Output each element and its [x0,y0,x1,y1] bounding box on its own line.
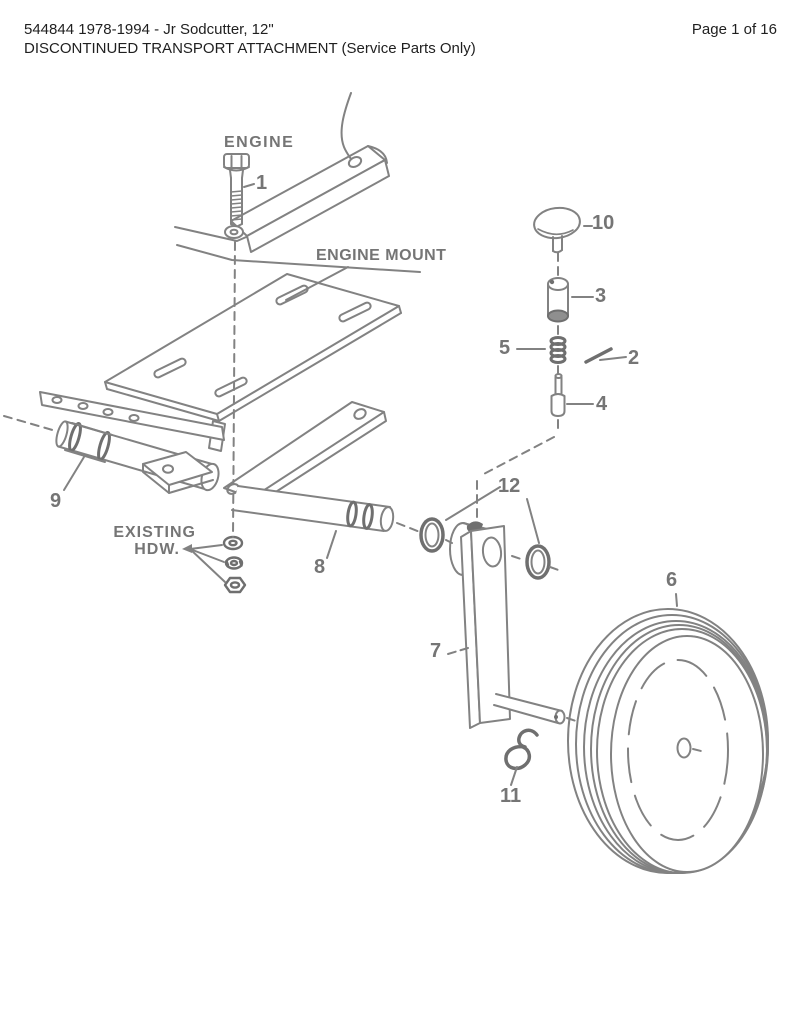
bolt-part-1 [223,153,250,239]
spring-part-5 [549,336,567,364]
existing-hdw-label-line2: HDW. [134,541,180,558]
callout-8: 8 [314,556,326,578]
arm-pivot-hole [481,536,503,568]
sleeve-bands [68,421,111,462]
callout-5: 5 [499,337,511,359]
engine-mount-leader [285,266,349,301]
callout-4: 4 [596,393,608,415]
callout-10: 10 [592,212,615,234]
flat-washer [222,535,244,551]
roll-pin-part-2 [584,347,613,364]
callout-1: 1 [256,172,268,194]
swivel-arm-part-7 [460,525,511,729]
mount-plate-slots [153,284,372,398]
tube-bands [346,500,374,530]
callout-3: 3 [595,285,607,307]
document-title-line2: DISCONTINUED TRANSPORT ATTACHMENT (Servi… [24,40,476,57]
bushing-right-part-12 [525,544,551,580]
alignment-dashed-lines [3,241,577,722]
existing-hdw-leaders [182,544,226,583]
existing-hdw-label-line1: EXISTING [113,524,196,541]
washer-under-bolt [224,225,244,239]
callout-9: 9 [50,490,62,512]
callout-7: 7 [430,640,442,662]
wheel-hub-hole [676,737,692,759]
tire-sidewall [610,635,764,873]
plunger-part-4 [550,373,566,417]
bolt-threads [230,190,243,221]
engine-mount-plate [104,273,402,452]
callout-6: 6 [666,569,678,591]
hex-nut [223,576,247,594]
engine-rail [230,92,390,253]
frame-flange [39,391,225,441]
arrowhead [182,544,192,553]
clip-hole [554,715,558,719]
hairpin-clip-part-11 [504,728,539,771]
callout-12: 12 [498,475,521,497]
page-indicator: Page 1 of 16 [691,21,777,38]
callout-11: 11 [500,785,522,807]
bushing-left-part-12 [419,517,445,553]
starter-cord-line [340,92,352,160]
handle-tube-part-8 [231,485,395,532]
engine-label: ENGINE [224,134,295,151]
leader-lines [63,183,678,786]
pivot-bracket [142,451,214,494]
callout-2: 2 [628,347,640,369]
document-title-line1: 544844 1978-1994 - Jr Sodcutter, 12" [24,21,274,38]
engine-mount-label: ENGINE MOUNT [316,247,447,264]
latch-housing-part-3 [547,277,569,323]
existing-hardware-stack [222,535,247,594]
wheel-part-6 [567,608,769,874]
wheel-rim [627,659,729,841]
knob-part-10 [533,206,581,254]
axle-pin [493,693,566,725]
